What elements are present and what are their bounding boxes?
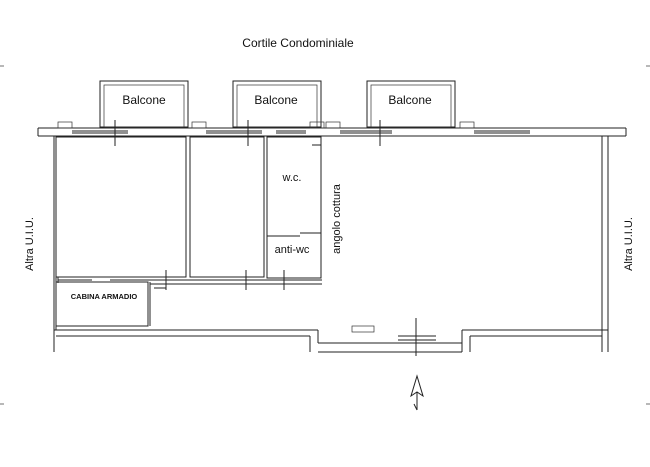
balcony-2: Balcone — [232, 80, 322, 128]
balcony-label: Balcone — [388, 93, 432, 107]
balcony-label: Balcone — [254, 93, 298, 107]
room-label-kitchen-corner: angolo cottura — [331, 183, 343, 254]
interior-walls — [55, 136, 322, 327]
room-label-closet: CABINA ARMADIO — [71, 292, 138, 301]
north-arrow-icon — [410, 374, 424, 411]
balcony-label: Balcone — [122, 93, 166, 107]
neighbor-label-left: Altra U.I.U. — [24, 217, 36, 271]
room-label-anti-wc: anti-wc — [275, 244, 310, 256]
balcony-1: Balcone — [99, 80, 189, 128]
room-label-wc: w.c. — [282, 172, 302, 184]
page-edge-marks — [0, 65, 650, 405]
balcony-3: Balcone — [366, 80, 456, 128]
neighbor-label-right: Altra U.I.U. — [623, 217, 635, 271]
courtyard-label: Cortile Condominiale — [242, 36, 354, 50]
